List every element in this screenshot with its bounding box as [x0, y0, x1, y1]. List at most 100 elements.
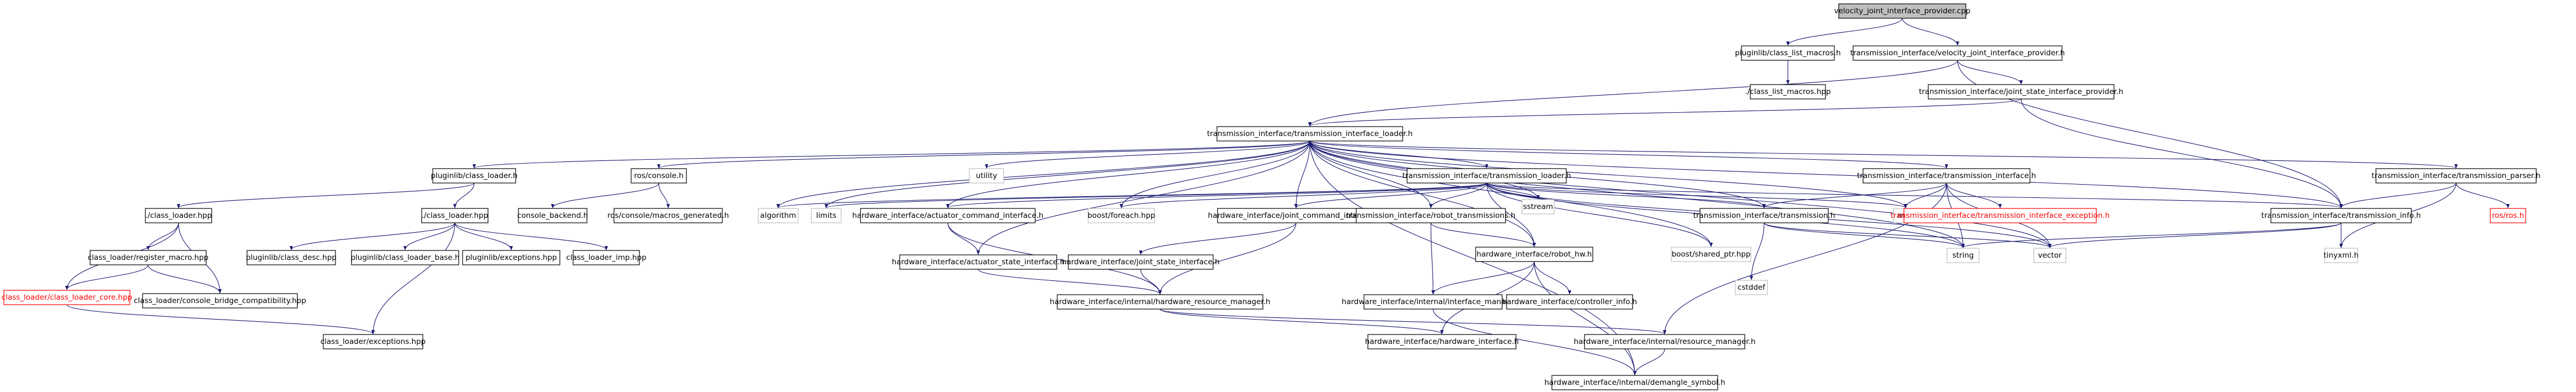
- node-hi_hi[interactable]: hardware_interface/hardware_interface.h: [1365, 334, 1519, 349]
- node-box-cl_hpp2[interactable]: [421, 208, 489, 223]
- node-ti_vjip[interactable]: transmission_interface/velocity_joint_in…: [1850, 45, 2065, 61]
- node-hi_hrm[interactable]: hardware_interface/internal/hardware_res…: [1050, 294, 1271, 310]
- node-box-cl_reg[interactable]: [90, 250, 207, 265]
- node-ti_tie[interactable]: transmission_interface/transmission_inte…: [1891, 208, 2110, 223]
- node-box-cstddef[interactable]: [1735, 280, 1768, 295]
- node-cstddef[interactable]: cstddef: [1735, 280, 1768, 295]
- node-box-hi_aci[interactable]: [860, 208, 1036, 223]
- node-hi_jsi[interactable]: hardware_interface/joint_state_interface…: [1062, 254, 1220, 270]
- node-pl_clbase[interactable]: pluginlib/class_loader_base.h: [350, 250, 460, 265]
- edge-ti_til-to-ti_ti: [1309, 140, 1948, 169]
- node-pl_cl[interactable]: pluginlib/class_loader.h: [431, 168, 518, 184]
- node-box-vector[interactable]: [2033, 248, 2066, 263]
- node-pl_desc[interactable]: pluginlib/class_desc.hpp: [246, 250, 337, 265]
- node-hi_rm[interactable]: hardware_interface/internal/resource_man…: [1574, 334, 1756, 349]
- node-box-ti_vjip[interactable]: [1853, 45, 2063, 61]
- node-hi_ds[interactable]: hardware_interface/internal/demangle_sym…: [1544, 375, 1725, 390]
- node-box-pl_desc[interactable]: [246, 250, 336, 265]
- node-hi_rhw[interactable]: hardware_interface/robot_hw.h: [1475, 247, 1593, 262]
- node-boost_sp[interactable]: boost/shared_ptr.hpp: [1671, 247, 1751, 262]
- node-box-console_backend[interactable]: [518, 208, 587, 223]
- node-ti_rt[interactable]: transmission_interface/robot_transmissio…: [1346, 208, 1515, 223]
- node-box-limits[interactable]: [811, 208, 842, 223]
- node-cl_bridge[interactable]: class_loader/console_bridge_compatibilit…: [134, 293, 306, 309]
- node-box-hi_im[interactable]: [1363, 294, 1503, 310]
- node-string[interactable]: string: [1947, 248, 1980, 263]
- node-box-cl_core[interactable]: [3, 290, 130, 305]
- node-vector[interactable]: vector: [2033, 248, 2066, 263]
- node-cl_core[interactable]: class_loader/class_loader_core.hpp: [2, 290, 132, 305]
- node-ti_til[interactable]: transmission_interface/transmission_inte…: [1207, 126, 1413, 142]
- node-pl_exc[interactable]: pluginlib/exceptions.hpp: [462, 250, 560, 265]
- node-ti_tinfo[interactable]: transmission_interface/transmission_info…: [2262, 208, 2421, 223]
- node-box-hi_asi[interactable]: [899, 254, 1057, 270]
- node-hi_jci[interactable]: hardware_interface/joint_command_interfa…: [1208, 208, 1384, 223]
- node-cl_imp[interactable]: class_loader_imp.hpp: [566, 250, 647, 265]
- node-cl_hpp2[interactable]: ./class_loader.hpp: [421, 208, 489, 223]
- node-cl_hpp1[interactable]: ./class_loader.hpp: [145, 208, 212, 223]
- node-sstream[interactable]: sstream: [1522, 199, 1555, 215]
- node-box-hi_jsi[interactable]: [1068, 254, 1214, 270]
- node-ros_ros[interactable]: ros/ros.h: [2490, 208, 2526, 223]
- node-ti_tl[interactable]: transmission_interface/transmission_load…: [1402, 168, 1571, 184]
- node-box-cl_macros[interactable]: [1750, 84, 1826, 100]
- node-hi_aci[interactable]: hardware_interface/actuator_command_inte…: [852, 208, 1043, 223]
- node-cl_reg[interactable]: class_loader/register_macro.hpp: [88, 250, 208, 265]
- node-box-tinyxml[interactable]: [2324, 248, 2358, 263]
- node-box-ti_rt[interactable]: [1356, 208, 1506, 223]
- node-box-pl_cl[interactable]: [432, 168, 516, 184]
- node-box-hi_rm[interactable]: [1584, 334, 1745, 349]
- node-ros_console[interactable]: ros/console.h: [631, 168, 687, 184]
- node-console_backend[interactable]: console_backend.h: [517, 208, 588, 223]
- node-box-hi_ci[interactable]: [1506, 294, 1633, 310]
- node-boost_foreach[interactable]: boost/foreach.hpp: [1088, 208, 1156, 223]
- node-box-cl_exc[interactable]: [323, 334, 423, 349]
- node-algorithm[interactable]: algorithm: [758, 208, 799, 223]
- node-box-ros_ros[interactable]: [2490, 208, 2526, 223]
- node-box-sstream[interactable]: [1522, 199, 1555, 215]
- node-hi_im[interactable]: hardware_interface/internal/interface_ma…: [1342, 294, 1525, 310]
- node-box-string[interactable]: [1947, 248, 1980, 263]
- node-pl_macros[interactable]: pluginlib/class_list_macros.h: [1735, 45, 1841, 61]
- node-box-boost_sp[interactable]: [1671, 247, 1751, 262]
- node-box-pl_clbase[interactable]: [351, 250, 459, 265]
- node-ti_jsip[interactable]: transmission_interface/joint_state_inter…: [1919, 84, 2123, 100]
- node-box-ros_console[interactable]: [631, 168, 687, 184]
- node-root[interactable]: velocity_joint_interface_provider.cpp: [1834, 3, 1971, 19]
- node-box-hi_jci[interactable]: [1217, 208, 1375, 223]
- node-box-ti_ti[interactable]: [1863, 168, 2031, 184]
- node-box-ti_tie[interactable]: [1903, 208, 2097, 223]
- node-box-hi_hi[interactable]: [1367, 334, 1517, 349]
- node-box-hi_hrm[interactable]: [1057, 294, 1263, 310]
- node-box-ti_t[interactable]: [1699, 208, 1829, 223]
- node-ti_t[interactable]: transmission_interface/transmission.h: [1693, 208, 1835, 223]
- node-box-algorithm[interactable]: [758, 208, 799, 223]
- node-box-cl_hpp1[interactable]: [145, 208, 212, 223]
- node-limits[interactable]: limits: [811, 208, 842, 223]
- node-box-cl_imp[interactable]: [573, 250, 640, 265]
- node-ti_ti[interactable]: transmission_interface/transmission_inte…: [1857, 168, 2036, 184]
- node-utility[interactable]: utility: [969, 168, 1004, 184]
- node-box-pl_exc[interactable]: [462, 250, 560, 265]
- node-box-utility[interactable]: [969, 168, 1004, 184]
- node-box-ti_til[interactable]: [1216, 126, 1403, 142]
- node-box-cl_bridge[interactable]: [142, 293, 298, 309]
- node-box-ti_tp[interactable]: [2375, 168, 2537, 184]
- node-cl_exc[interactable]: class_loader/exceptions.hpp: [321, 334, 426, 349]
- node-ros_macros_gen[interactable]: ros/console/macros_generated.h: [607, 208, 729, 223]
- node-box-ros_macros_gen[interactable]: [613, 208, 723, 223]
- node-box-ti_tl[interactable]: [1407, 168, 1567, 184]
- node-hi_asi[interactable]: hardware_interface/actuator_state_interf…: [892, 254, 1065, 270]
- node-box-root[interactable]: [1838, 3, 1966, 19]
- edge-ti_rt-to-hi_rhw: [1430, 222, 1536, 247]
- node-hi_ci[interactable]: hardware_interface/controller_info.h: [1502, 294, 1637, 310]
- node-box-hi_ds[interactable]: [1551, 375, 1718, 390]
- node-ti_tp[interactable]: transmission_interface/transmission_pars…: [2372, 168, 2541, 184]
- node-box-pl_macros[interactable]: [1741, 45, 1835, 61]
- node-tinyxml[interactable]: tinyxml.h: [2323, 248, 2359, 263]
- node-box-ti_jsip[interactable]: [1928, 84, 2115, 100]
- node-box-boost_foreach[interactable]: [1088, 208, 1155, 223]
- node-box-ti_tinfo[interactable]: [2270, 208, 2412, 223]
- node-cl_macros[interactable]: ./class_list_macros.hpp: [1745, 84, 1831, 100]
- node-box-hi_rhw[interactable]: [1475, 247, 1593, 262]
